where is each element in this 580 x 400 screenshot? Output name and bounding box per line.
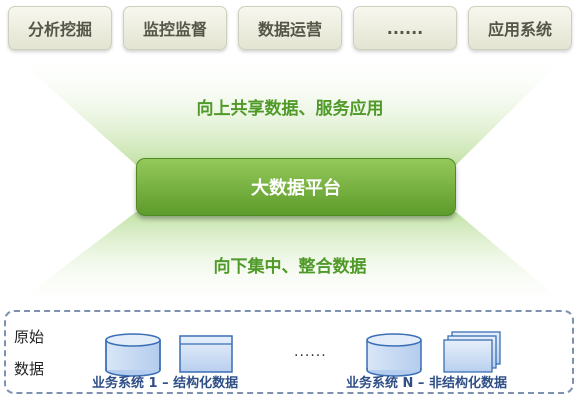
ellipsis-label: ......: [294, 344, 327, 360]
lower-funnel: [10, 212, 570, 308]
app-box-more: ......: [353, 6, 457, 50]
app-box-applications: 应用系统: [468, 6, 572, 50]
raw-data-label-line1: 原始: [14, 328, 45, 346]
stacked-documents-icon: [443, 331, 501, 373]
application-layer: 分析挖掘 监控监督 数据运营 ...... 应用系统: [8, 6, 572, 50]
database-icon: [105, 333, 161, 377]
database-icon-n: [366, 333, 422, 377]
raw-data-area: [4, 310, 574, 394]
upward-caption: 向上共享数据、服务应用: [196, 99, 384, 119]
app-box-monitoring: 监控监督: [123, 6, 227, 50]
app-box-operations: 数据运营: [238, 6, 342, 50]
big-data-platform: 大数据平台: [136, 158, 456, 216]
table-window-icon: [179, 335, 233, 373]
system-1-label: 业务系统 1 – 结构化数据: [92, 376, 239, 391]
app-box-analysis: 分析挖掘: [8, 6, 112, 50]
upper-funnel: [10, 52, 570, 165]
system-n-label: 业务系统 N – 非结构化数据: [346, 376, 507, 391]
downward-caption: 向下集中、整合数据: [213, 257, 367, 277]
raw-data-label-line2: 数据: [14, 360, 45, 378]
